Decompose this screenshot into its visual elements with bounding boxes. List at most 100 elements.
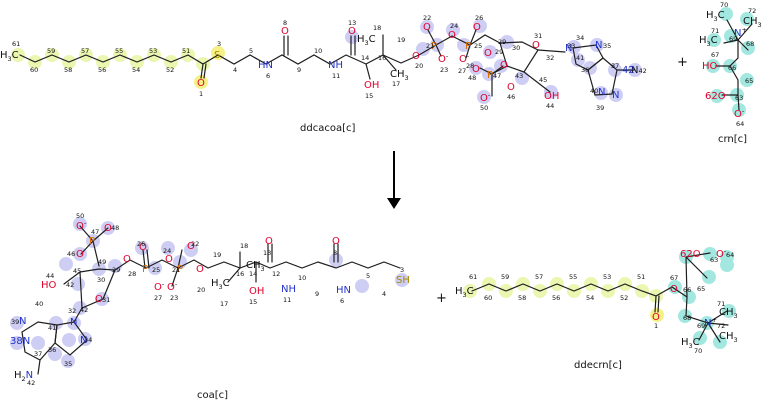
svg-text:18: 18 — [240, 242, 248, 250]
svg-text:36: 36 — [48, 346, 56, 354]
svg-text:9: 9 — [297, 66, 301, 74]
label-ddcacoa: ddcacoa[c] — [300, 123, 355, 134]
svg-text:S: S — [214, 50, 220, 61]
svg-text:O: O — [473, 22, 481, 33]
svg-text:68: 68 — [683, 314, 691, 322]
svg-text:OH: OH — [364, 80, 379, 91]
svg-text:21: 21 — [172, 266, 180, 274]
reaction-arrow — [387, 151, 401, 209]
svg-text:59: 59 — [47, 47, 55, 55]
svg-text:O: O — [139, 242, 147, 253]
svg-text:O: O — [104, 223, 112, 234]
svg-text:46: 46 — [67, 250, 75, 258]
svg-text:23: 23 — [440, 66, 448, 74]
svg-text:51: 51 — [182, 47, 190, 55]
svg-text:56: 56 — [552, 294, 560, 302]
svg-text:5: 5 — [249, 47, 253, 55]
svg-text:CH3: CH3 — [719, 307, 738, 320]
svg-text:3: 3 — [400, 266, 404, 274]
svg-text:O: O — [187, 241, 195, 252]
svg-text:O: O — [95, 294, 103, 305]
svg-text:61: 61 — [12, 40, 20, 48]
svg-text:51: 51 — [637, 273, 645, 281]
svg-text:P: P — [487, 70, 493, 81]
svg-text:37: 37 — [611, 62, 619, 70]
svg-text:49: 49 — [98, 258, 106, 266]
svg-text:26: 26 — [475, 14, 483, 22]
svg-text:72: 72 — [748, 7, 756, 15]
svg-text:44: 44 — [546, 102, 554, 110]
svg-text:O: O — [670, 284, 678, 295]
svg-text:17: 17 — [220, 300, 228, 308]
svg-text:67: 67 — [711, 51, 719, 59]
svg-text:O-: O- — [480, 91, 491, 104]
svg-text:58: 58 — [64, 66, 72, 74]
svg-text:31: 31 — [102, 296, 110, 304]
svg-text:53: 53 — [603, 273, 611, 281]
svg-text:P: P — [89, 236, 95, 247]
ddecrn-atoms: H3C 61 60 59 58 57 56 55 54 53 52 51 O1 … — [455, 247, 738, 355]
svg-text:OH: OH — [544, 91, 559, 102]
svg-text:29: 29 — [112, 266, 120, 274]
svg-text:3: 3 — [217, 40, 221, 48]
svg-text:CH3: CH3 — [743, 16, 762, 29]
svg-text:8: 8 — [283, 19, 287, 27]
svg-text:62O: 62O — [680, 249, 701, 260]
svg-text:H3C: H3C — [681, 337, 700, 350]
svg-text:O-: O- — [734, 107, 745, 120]
molecule-ddcacoa — [19, 29, 635, 97]
svg-text:63: 63 — [735, 94, 743, 102]
svg-text:29: 29 — [495, 48, 503, 56]
svg-text:CH3: CH3 — [719, 331, 738, 344]
svg-text:55: 55 — [569, 273, 577, 281]
svg-text:54: 54 — [132, 66, 140, 74]
svg-text:19: 19 — [397, 36, 405, 44]
svg-text:16: 16 — [236, 270, 244, 278]
svg-text:72: 72 — [717, 322, 725, 330]
svg-text:N42: N42 — [631, 65, 647, 76]
svg-text:17: 17 — [392, 80, 400, 88]
svg-text:O: O — [76, 249, 84, 260]
svg-text:13: 13 — [263, 249, 271, 257]
svg-text:31: 31 — [534, 32, 542, 40]
svg-text:23: 23 — [170, 294, 178, 302]
svg-text:H3C: H3C — [699, 35, 718, 48]
svg-text:20: 20 — [415, 62, 423, 70]
svg-text:9: 9 — [315, 290, 319, 298]
svg-text:10: 10 — [298, 274, 306, 282]
svg-text:10: 10 — [314, 47, 322, 55]
svg-text:P: P — [431, 41, 437, 52]
svg-text:SH: SH — [396, 275, 410, 286]
svg-text:O: O — [165, 254, 173, 265]
molecule-ddecrn — [471, 252, 729, 343]
svg-text:52: 52 — [166, 66, 174, 74]
svg-text:52: 52 — [620, 294, 628, 302]
svg-text:53: 53 — [149, 47, 157, 55]
svg-text:25: 25 — [474, 42, 482, 50]
svg-text:34: 34 — [84, 336, 92, 344]
svg-text:30: 30 — [512, 44, 520, 52]
svg-text:21: 21 — [426, 42, 434, 50]
svg-text:39: 39 — [596, 104, 604, 112]
svg-text:71: 71 — [711, 27, 719, 35]
svg-text:N: N — [598, 87, 605, 98]
label-ddecrn: ddecrn[c] — [574, 360, 622, 371]
svg-text:O: O — [532, 40, 540, 51]
svg-text:50: 50 — [480, 104, 488, 112]
svg-text:40: 40 — [35, 300, 43, 308]
svg-text:P: P — [465, 41, 471, 52]
svg-text:28: 28 — [128, 270, 136, 278]
svg-text:25: 25 — [152, 266, 160, 274]
svg-text:P: P — [177, 264, 183, 275]
svg-text:O: O — [472, 64, 480, 75]
svg-text:27: 27 — [458, 67, 466, 75]
svg-text:61: 61 — [469, 273, 477, 281]
svg-text:48: 48 — [111, 224, 119, 232]
svg-text:14: 14 — [249, 270, 257, 278]
svg-text:19: 19 — [213, 251, 221, 259]
molecule-coa — [21, 225, 401, 375]
svg-text:H2N: H2N — [14, 370, 33, 383]
